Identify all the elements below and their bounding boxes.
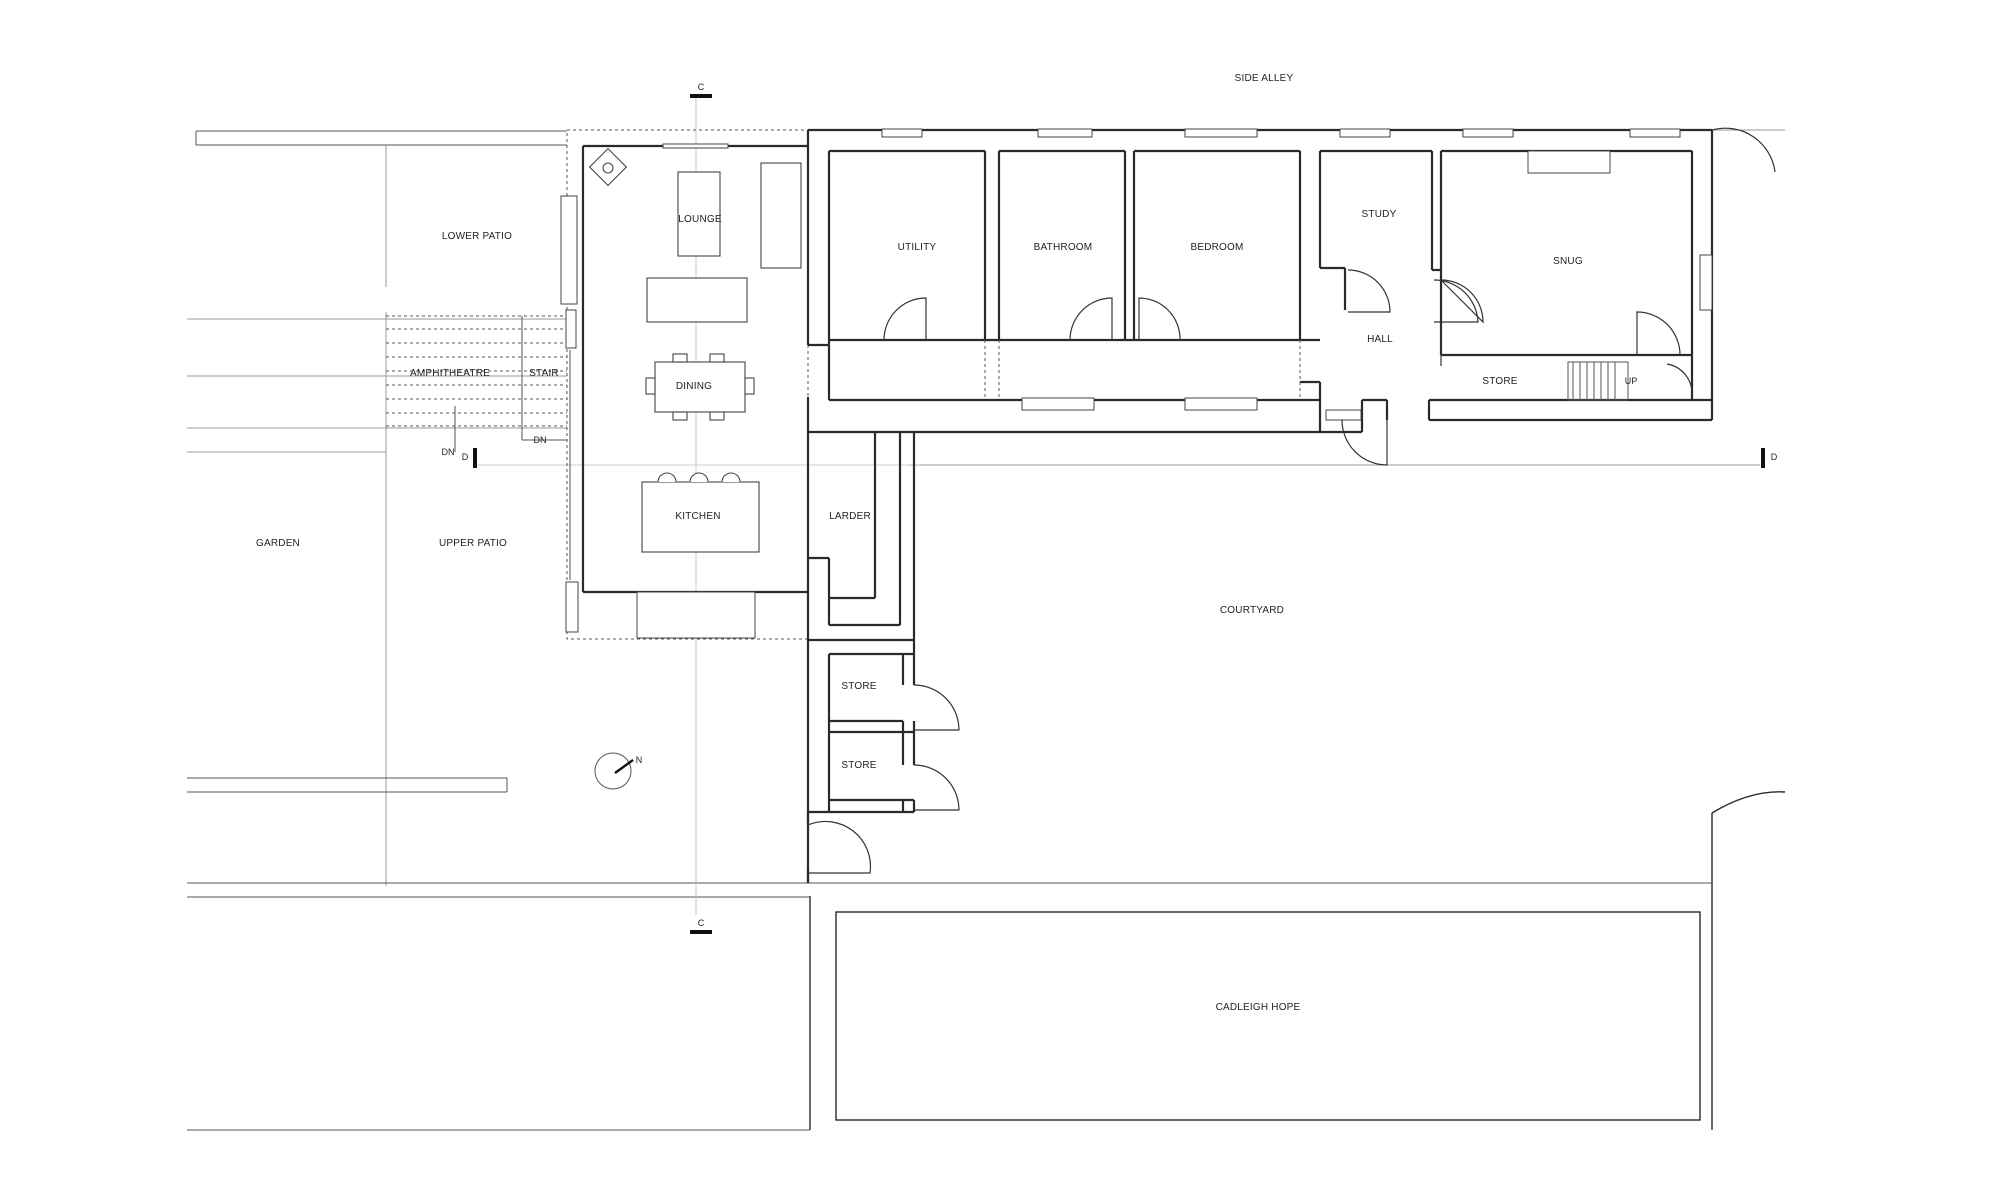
section-c-bottom: C bbox=[698, 918, 705, 928]
label-garden: GARDEN bbox=[256, 538, 300, 549]
doors bbox=[807, 127, 1776, 874]
lounge-sofa-bottom bbox=[646, 277, 748, 323]
label-cadleigh-hope: CADLEIGH HOPE bbox=[1216, 1002, 1301, 1013]
lounge-rug bbox=[677, 171, 721, 257]
lounge-sofa-right bbox=[760, 162, 802, 269]
label-snug: SNUG bbox=[1553, 256, 1583, 267]
cadleigh-hope-outline bbox=[835, 911, 1701, 1121]
store-stair bbox=[1567, 361, 1629, 401]
label-store-main: STORE bbox=[1482, 376, 1517, 387]
windows bbox=[662, 128, 1713, 421]
dining-table bbox=[645, 353, 755, 421]
label-kitchen: KITCHEN bbox=[675, 511, 720, 522]
label-store-2: STORE bbox=[841, 760, 876, 771]
label-study: STUDY bbox=[1362, 209, 1397, 220]
label-lounge: LOUNGE bbox=[678, 214, 722, 225]
site-lines bbox=[187, 129, 1786, 1131]
label-amphitheatre: AMPHITHEATRE bbox=[410, 368, 490, 379]
room-labels: SIDE ALLEY LOWER PATIO LOUNGE UTILITY BA… bbox=[256, 73, 1637, 1013]
label-stair: STAIR bbox=[529, 368, 559, 379]
label-upper-patio: UPPER PATIO bbox=[439, 538, 507, 549]
label-lower-patio: LOWER PATIO bbox=[442, 231, 512, 242]
label-side-alley: SIDE ALLEY bbox=[1235, 73, 1294, 84]
section-d-right: D bbox=[1771, 452, 1778, 462]
section-c-top: C bbox=[698, 82, 705, 92]
section-markers: C C D D bbox=[462, 82, 1778, 934]
stove bbox=[588, 147, 628, 187]
label-dining: DINING bbox=[676, 381, 712, 392]
kitchen-island bbox=[641, 472, 760, 553]
label-bathroom: BATHROOM bbox=[1034, 242, 1093, 253]
label-bedroom: BEDROOM bbox=[1190, 242, 1243, 253]
label-courtyard: COURTYARD bbox=[1220, 605, 1284, 616]
label-dn-stair: DN bbox=[534, 435, 547, 445]
label-larder: LARDER bbox=[829, 511, 871, 522]
label-utility: UTILITY bbox=[898, 242, 937, 253]
north-label: N bbox=[636, 755, 643, 765]
label-dn-left: DN bbox=[442, 447, 455, 457]
label-up: UP bbox=[1625, 376, 1638, 386]
furniture bbox=[588, 147, 802, 553]
amphitheatre-steps bbox=[386, 315, 567, 452]
label-hall: HALL bbox=[1367, 334, 1393, 345]
label-store-1: STORE bbox=[841, 681, 876, 692]
section-d-left: D bbox=[462, 452, 469, 462]
north-arrow-icon: N bbox=[594, 752, 643, 790]
